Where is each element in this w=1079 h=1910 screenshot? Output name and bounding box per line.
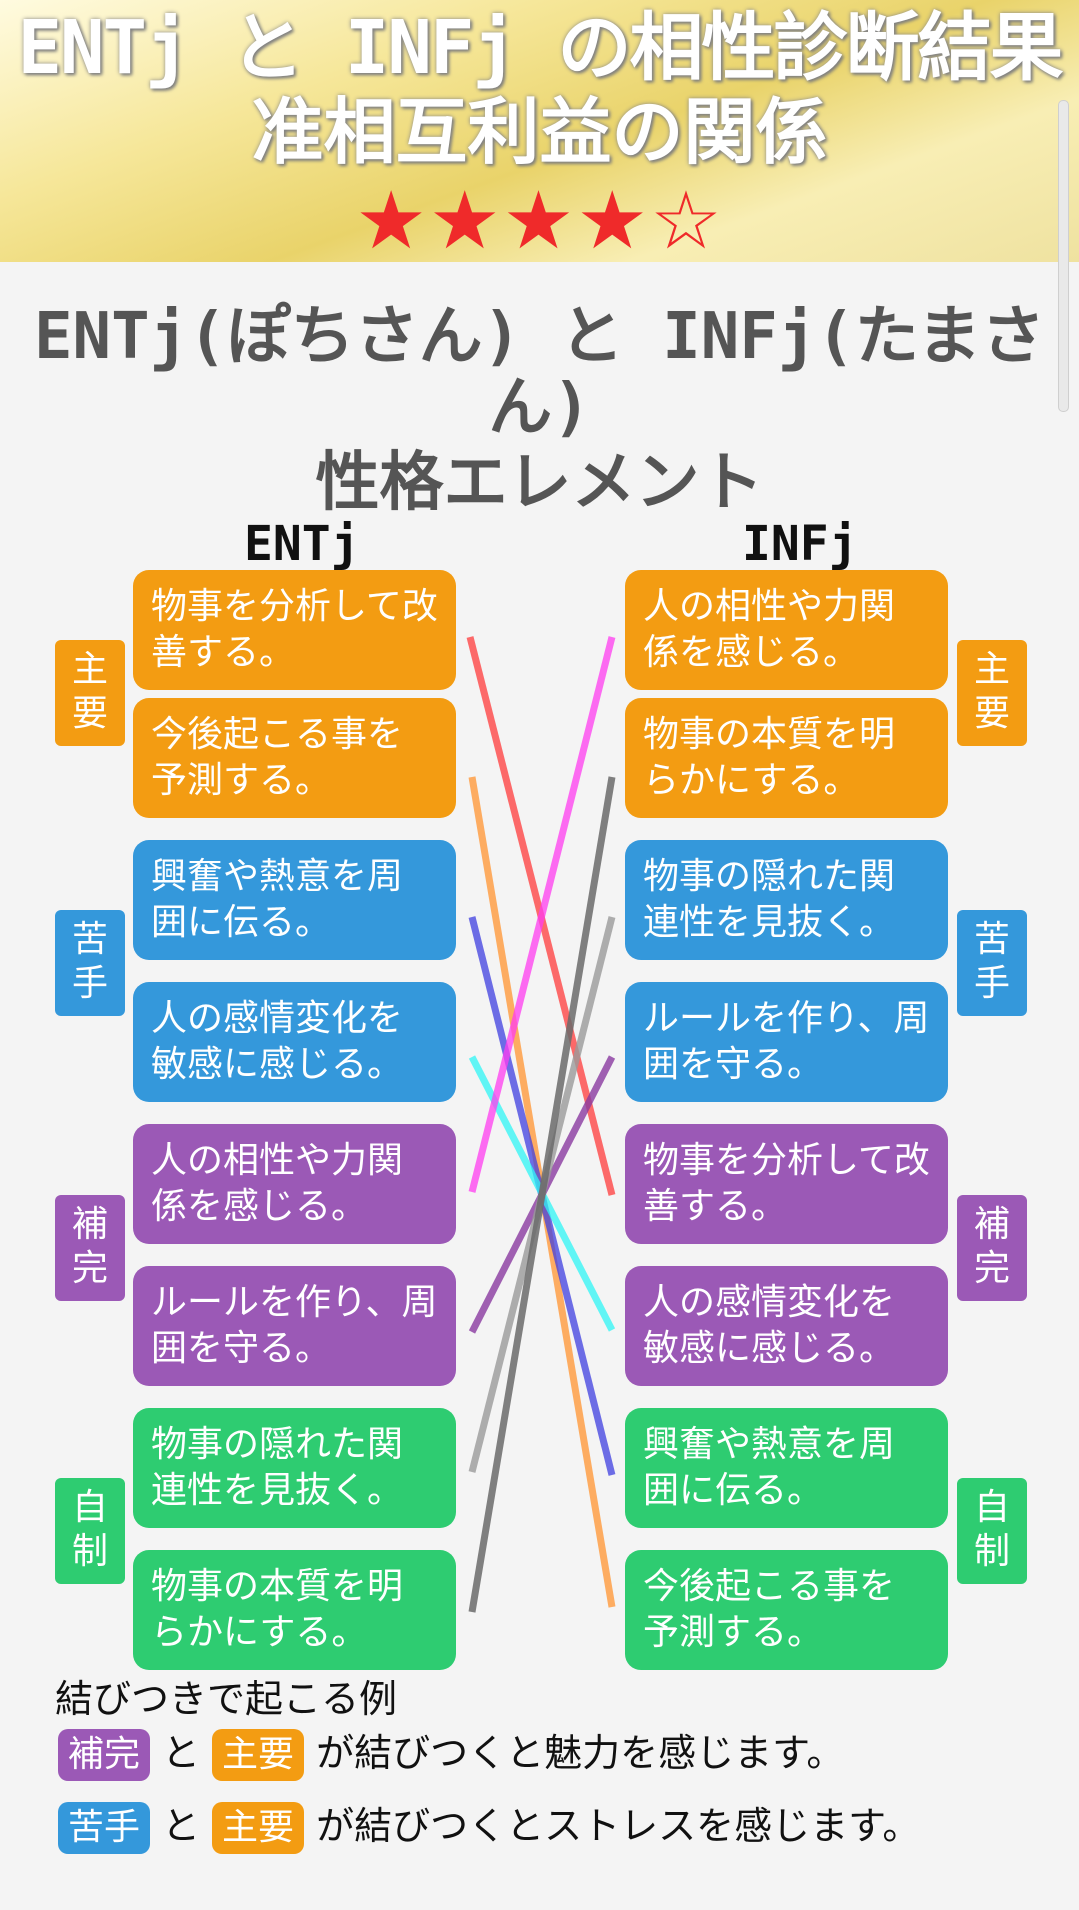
- left-box-7: 物事の隠れた関連性を見抜く。: [133, 1408, 456, 1528]
- right-box-3: 物事の隠れた関連性を見抜く。: [625, 840, 948, 960]
- right-tag-restraint: 自制: [957, 1478, 1027, 1584]
- example-row-1: 補完と主要 が結びつくと魅力を感じます。: [58, 1727, 1018, 1781]
- left-tag-complement: 補完: [55, 1195, 125, 1301]
- element-heading: 性格エレメント: [315, 446, 764, 520]
- right-box-7: 興奮や熱意を周囲に伝る。: [625, 1408, 948, 1528]
- right-box-1: 人の相性や力関係を感じる。: [625, 570, 948, 690]
- scrollbar[interactable]: [1058, 100, 1069, 412]
- link-line-4: [468, 1055, 616, 1332]
- link-line-7: [468, 916, 616, 1473]
- left-box-3: 興奮や熱意を周囲に伝る。: [133, 840, 456, 960]
- link-line-8: [468, 776, 616, 1613]
- left-type-label: ENTj: [244, 516, 360, 572]
- example-text-1: が結びつくと魅力を感じます。: [316, 1731, 845, 1775]
- left-box-5: 人の相性や力関係を感じる。: [133, 1124, 456, 1244]
- left-tag-main: 主要: [55, 640, 125, 746]
- link-line-6: [468, 1055, 616, 1334]
- relationship-type: 准相互利益の関係: [251, 90, 828, 174]
- right-tag-complement: 補完: [957, 1195, 1027, 1301]
- left-box-4: 人の感情変化を敏感に感じる。: [133, 982, 456, 1102]
- example-row-2: 苦手と主要 が結びつくとストレスを感じます。: [58, 1800, 1018, 1854]
- right-box-4: ルールを作り、周囲を守る。: [625, 982, 948, 1102]
- result-banner: ENTj と INFj の相性診断結果 准相互利益の関係 ★★★★☆: [0, 0, 1079, 262]
- left-tag-restraint: 自制: [55, 1478, 125, 1584]
- pill-complement: 補完: [58, 1729, 151, 1781]
- left-box-8: 物事の本質を明らかにする。: [133, 1550, 456, 1670]
- link-line-2: [468, 776, 616, 1608]
- link-line-1: [466, 636, 616, 1196]
- pill-weak: 苦手: [58, 1802, 151, 1854]
- rating-stars: ★★★★☆: [355, 174, 724, 263]
- left-box-2: 今後起こる事を予測する。: [133, 698, 456, 818]
- left-box-6: ルールを作り、周囲を守る。: [133, 1266, 456, 1386]
- pill-main: 主要: [212, 1729, 305, 1781]
- link-line-3: [468, 916, 616, 1476]
- right-tag-weak: 苦手: [957, 910, 1027, 1016]
- examples-title: 結びつきで起こる例: [55, 1677, 398, 1721]
- link-line-5: [468, 636, 616, 1193]
- banner-title: ENTj と INFj の相性診断結果: [17, 5, 1063, 91]
- right-box-2: 物事の本質を明らかにする。: [625, 698, 948, 818]
- left-box-1: 物事を分析して改善する。: [133, 570, 456, 690]
- right-box-6: 人の感情変化を敏感に感じる。: [625, 1266, 948, 1386]
- left-tag-weak: 苦手: [55, 910, 125, 1016]
- right-box-5: 物事を分析して改善する。: [625, 1124, 948, 1244]
- right-box-8: 今後起こる事を予測する。: [625, 1550, 948, 1670]
- right-tag-main: 主要: [957, 640, 1027, 746]
- pair-heading: ENTj(ぽちさん) と INFj(たまさ: [34, 300, 1045, 374]
- right-type-label: INFj: [742, 516, 858, 572]
- example-text-2: が結びつくとストレスを感じます。: [316, 1804, 921, 1848]
- pair-heading-wrap: ん): [488, 371, 591, 445]
- pill-main-2: 主要: [212, 1802, 305, 1854]
